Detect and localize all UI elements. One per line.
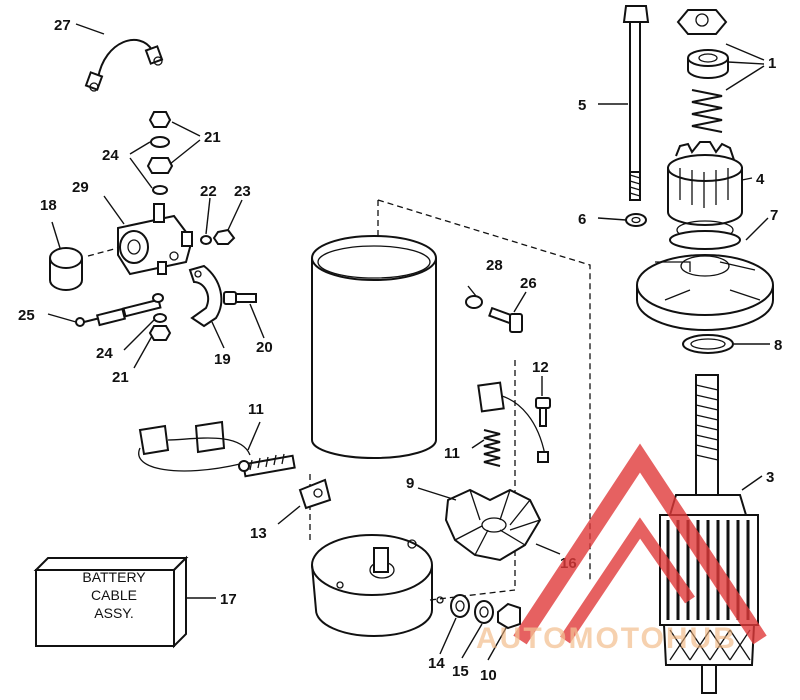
label-11-right: 11 [444,445,460,462]
part-frame-cylinder [311,235,437,459]
leader-lines [47,23,770,661]
label-12: 12 [532,359,549,376]
part-21-nut-bottom [148,325,172,341]
part-13-insulator [298,478,332,510]
label-18: 18 [40,197,57,214]
label-9: 9 [406,475,414,492]
label-14: 14 [428,655,445,672]
watermark-logo: AUTOMOTOHUB [476,443,767,655]
label-4: 4 [756,171,765,188]
label-19: 19 [214,351,231,368]
label-15: 15 [452,663,469,680]
watermark-text: AUTOMOTOHUB [476,622,737,655]
label-7: 7 [770,207,778,224]
label-26: 26 [520,275,537,292]
part-20-screw [223,291,257,305]
part-11-brush-spring-right [477,381,549,467]
part-10-nut [497,602,521,630]
part-26-bolt [488,306,523,333]
part-15-washer [474,600,494,624]
part-23-nut [212,228,236,245]
battery-box-line-2: CABLE [91,587,137,603]
part-25-cable [75,293,164,327]
label-27: 27 [54,17,71,34]
part-24-washer-bottom [153,313,167,323]
label-13: 13 [250,525,267,542]
part-8-thrust-washer [682,334,734,354]
label-21-top: 21 [204,129,221,146]
label-24-top: 24 [102,147,119,164]
label-10: 10 [480,667,497,684]
label-17: 17 [220,591,237,608]
part-29-solenoid [117,203,194,276]
label-28: 28 [486,257,503,274]
label-8: 8 [774,337,782,354]
part-27-ground-cable [84,39,164,92]
label-11-left: 11 [248,401,264,418]
label-5: 5 [578,97,586,114]
part-11-brush-holder-left [138,420,296,478]
part-9-brush-plate [444,488,542,562]
part-7-end-frame [636,230,774,331]
part-5-through-bolt [622,5,650,201]
label-24-bottom: 24 [96,345,113,362]
part-18-boot [49,247,83,291]
label-1: 1 [768,55,776,72]
housing-dashed-outline [309,199,591,601]
part-1-nut-spacer-spring [676,9,729,133]
part-14-washer [450,594,470,618]
part-17-battery-cable-box [33,555,189,649]
label-6: 6 [578,211,586,228]
part-16-commutator-end-cap [311,534,444,637]
label-3: 3 [766,469,774,486]
battery-box-line-1: BATTERY [82,569,146,585]
battery-box-line-3: ASSY. [94,605,133,621]
label-25: 25 [18,307,35,324]
part-28-washer [465,295,483,309]
part-22-washer [200,235,212,245]
part-19-bracket [188,264,223,328]
part-number-labels: 1 3 4 5 6 7 8 9 10 11 11 12 13 14 15 16 … [18,17,782,684]
label-21-bottom: 21 [112,369,129,386]
label-23: 23 [234,183,251,200]
part-21-24-hardware-top [146,111,174,195]
part-4-drive-pinion [667,141,743,240]
label-29: 29 [72,179,89,196]
part-6-lockwasher [625,213,647,227]
label-22: 22 [200,183,217,200]
label-20: 20 [256,339,273,356]
part-12-screw [535,397,551,427]
